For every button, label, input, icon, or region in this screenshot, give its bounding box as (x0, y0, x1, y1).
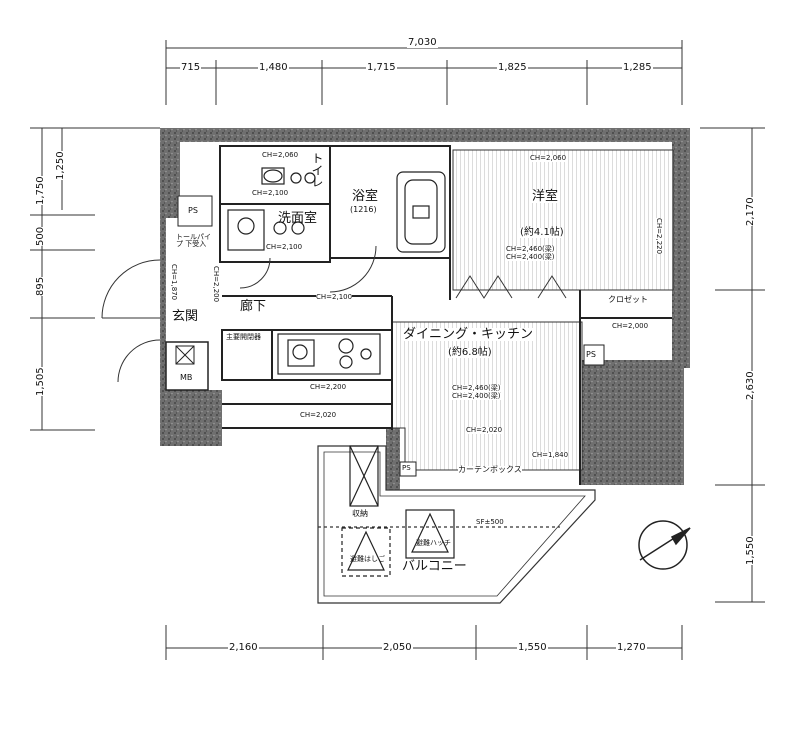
storage-label: 収納 (352, 509, 368, 518)
ch-dk-5: CH=2,020 (466, 426, 503, 434)
ch-entry-side-2: CH=2,200 (212, 266, 220, 303)
left-dimension-2: 1,250 (55, 151, 66, 180)
hatch-note: 避難ハッチ (416, 539, 451, 547)
bath-label: 浴室 (352, 189, 379, 204)
ch-dk-2: CH=2,460(梁) (452, 384, 501, 392)
curtain-box-label: カーテンボックス (458, 465, 522, 474)
right-dimension-3: 1,550 (745, 536, 756, 565)
top-dimension-4: 1,825 (497, 62, 528, 73)
bath-size-label: (1216) (350, 205, 377, 214)
top-dimension-lines (165, 40, 683, 105)
interior-walls (219, 145, 672, 485)
right-dimension-2: 2,630 (745, 371, 756, 400)
ch-western-beam-1: CH=2,460(梁) (506, 245, 555, 253)
dining-kitchen-label: ダイニング・キッチン (403, 327, 534, 342)
ch-western-beam-2: CH=2,400(梁) (506, 253, 555, 261)
bottom-dimension-2: 2,050 (382, 642, 413, 653)
compass-icon (638, 520, 691, 570)
ps-label-right: PS (586, 350, 596, 359)
exterior-walls (160, 128, 690, 490)
evacuation-hatch (341, 445, 455, 577)
balcony-label: バルコニー (402, 559, 467, 574)
kitchen-counter (277, 333, 381, 375)
ch-entry-side: CH=1,870 (170, 264, 178, 301)
western-room-size: (約4.1帖) (520, 227, 564, 238)
ps-label-top: PS (188, 206, 198, 215)
meter-box-label: MB (180, 373, 193, 382)
toilet-pipe-note: トールパイプ 下受入 (176, 233, 211, 248)
closet-doors (455, 275, 567, 299)
right-dimension-1: 2,170 (745, 197, 756, 226)
floor-level-note: SF±500 (476, 518, 504, 526)
left-dimension-3: 500 (35, 226, 46, 246)
ch-hall: CH=2,100 (316, 293, 353, 301)
meter-box (165, 341, 209, 391)
top-dimension-5: 1,285 (622, 62, 653, 73)
evacuation-note: 避難はしご (350, 555, 385, 563)
western-room-label: 洋室 (532, 189, 559, 204)
balcony (317, 445, 596, 604)
top-total-dimension: 7,030 (407, 37, 438, 48)
ch-toilet-2: CH=2,100 (252, 189, 289, 197)
top-dimension-2: 1,480 (258, 62, 289, 73)
ps-box-bottom (399, 461, 417, 477)
ps-box-top (177, 195, 213, 227)
hallway-label: 廊下 (240, 299, 267, 314)
ps-box-right (583, 344, 605, 366)
dining-kitchen-size: (約6.8帖) (448, 347, 492, 358)
bottom-dimension-3: 1,550 (517, 642, 548, 653)
toilet-fixture (261, 167, 316, 185)
ch-dk-4: CH=2,020 (300, 411, 337, 419)
left-dimension-1: 1,750 (35, 176, 46, 205)
top-dimension-1: 715 (180, 62, 202, 73)
bottom-dimension-4: 1,270 (616, 642, 647, 653)
bathtub (396, 171, 446, 253)
ch-wash: CH=2,100 (266, 243, 303, 251)
top-dimension-3: 1,715 (366, 62, 397, 73)
door-swings (101, 245, 377, 383)
left-dimension-5: 1,505 (35, 367, 46, 396)
ch-western-side: CH=2,220 (655, 218, 663, 255)
washroom-label: 洗面室 (278, 211, 318, 226)
mb-label: 主要開閉器 (226, 333, 261, 341)
toilet-label: トイレ (310, 152, 324, 188)
meter-box-cross-icon (175, 345, 195, 365)
western-room-floor (452, 149, 674, 291)
left-dimension-4: 895 (35, 276, 46, 296)
entrance-label: 玄関 (172, 309, 199, 324)
ch-western: CH=2,060 (530, 154, 567, 162)
ch-toilet: CH=2,060 (262, 151, 299, 159)
ch-balcony-rail: CH=1,840 (532, 451, 569, 459)
closet-label: クロゼット (608, 295, 648, 304)
ch-dk-3: CH=2,400(梁) (452, 392, 501, 400)
ps-label-bottom: PS (402, 464, 411, 472)
ch-dk-1: CH=2,200 (310, 383, 347, 391)
wash-basin (227, 209, 305, 251)
bottom-dimension-1: 2,160 (228, 642, 259, 653)
left-dimension-lines (30, 127, 160, 431)
ch-closet: CH=2,000 (612, 322, 649, 330)
